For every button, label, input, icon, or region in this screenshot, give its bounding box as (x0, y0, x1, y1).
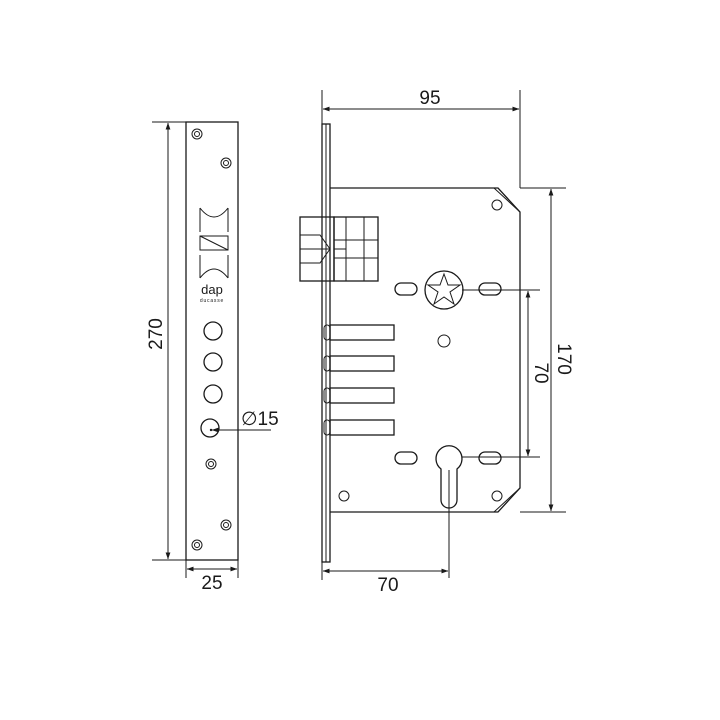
dim-270-label: 270 (146, 318, 167, 350)
faceplate-screw-holes (191, 128, 232, 551)
lower-slots (394, 451, 502, 465)
bolt-holes (200, 321, 223, 438)
faceplate-view: dap ducasse 270 25 ∅15 (146, 121, 279, 594)
star-hub (424, 270, 464, 310)
logo-brand: dap (201, 282, 223, 297)
dim-70-horizontal-label: 70 (377, 575, 398, 596)
dead-bolts (323, 324, 395, 436)
upper-slots (394, 282, 502, 296)
dim-170-label: 170 (553, 343, 574, 375)
center-lines (448, 289, 540, 578)
dimension-backset: 70 (321, 562, 449, 596)
dimension-faceplate-width: 25 (185, 560, 239, 594)
dim-95-label: 95 (419, 88, 440, 109)
latch-bolt (299, 216, 379, 282)
case-outline (330, 187, 521, 513)
latch-window (199, 207, 229, 279)
faceplate-outline (185, 121, 239, 561)
dimension-hole-diameter: ∅15 (211, 409, 279, 433)
dimension-center-distance: 70 (525, 290, 551, 457)
case-mounting-holes (338, 199, 503, 502)
dimension-faceplate-height: 270 (146, 121, 186, 561)
lock-body-view: 95 170 70 70 (299, 88, 574, 596)
dim-diameter-label: ∅15 (241, 409, 279, 430)
faceplate-logo: dap ducasse (200, 282, 224, 304)
dim-25-label: 25 (201, 573, 222, 594)
dimension-case-height: 170 (520, 187, 574, 513)
logo-tagline: ducasse (200, 298, 224, 304)
dimension-case-depth: 95 (321, 88, 521, 188)
dim-70-vertical-label: 70 (530, 362, 551, 383)
